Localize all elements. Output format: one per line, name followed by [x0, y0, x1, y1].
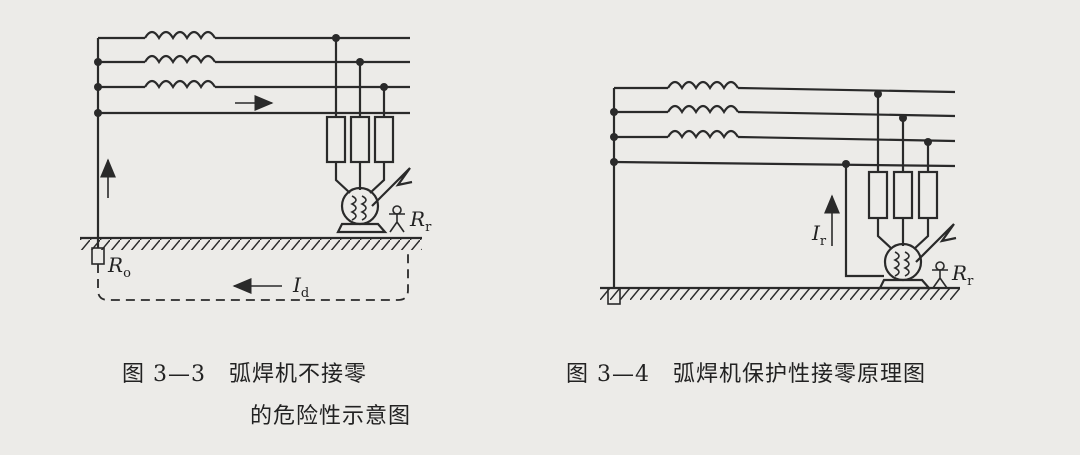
- caption-right: 图 3—4 弧焊机保护性接零原理图: [566, 362, 926, 387]
- caption-left-line1: 图 3—3 弧焊机不接零: [122, 362, 367, 387]
- person-left: [392, 205, 402, 215]
- protective-neutral-wire: [844, 164, 884, 278]
- label-rr-left: Rr: [409, 207, 432, 235]
- label-ir: Ir: [811, 221, 827, 249]
- diagram-right: Ir Rr: [600, 80, 974, 305]
- leakage-spark-right: [915, 223, 957, 263]
- label-id: Id: [292, 273, 309, 301]
- diagram-left: Ro Rr Id: [80, 30, 432, 301]
- label-ro: Ro: [107, 253, 131, 281]
- ground-electrode-right: [607, 287, 621, 305]
- person-right: [935, 261, 945, 271]
- caption-left-line2: 的危险性示意图: [250, 404, 412, 429]
- label-rr-right: Rr: [951, 261, 974, 289]
- motor-right: [883, 242, 923, 282]
- leakage-path-left: [97, 250, 409, 301]
- neutral-line-right: [613, 160, 956, 168]
- coil-2: [144, 54, 216, 65]
- coil-1: [144, 30, 216, 41]
- ro-resistor: [91, 247, 105, 265]
- coil-3: [144, 79, 216, 90]
- leakage-spark-left: [371, 167, 413, 207]
